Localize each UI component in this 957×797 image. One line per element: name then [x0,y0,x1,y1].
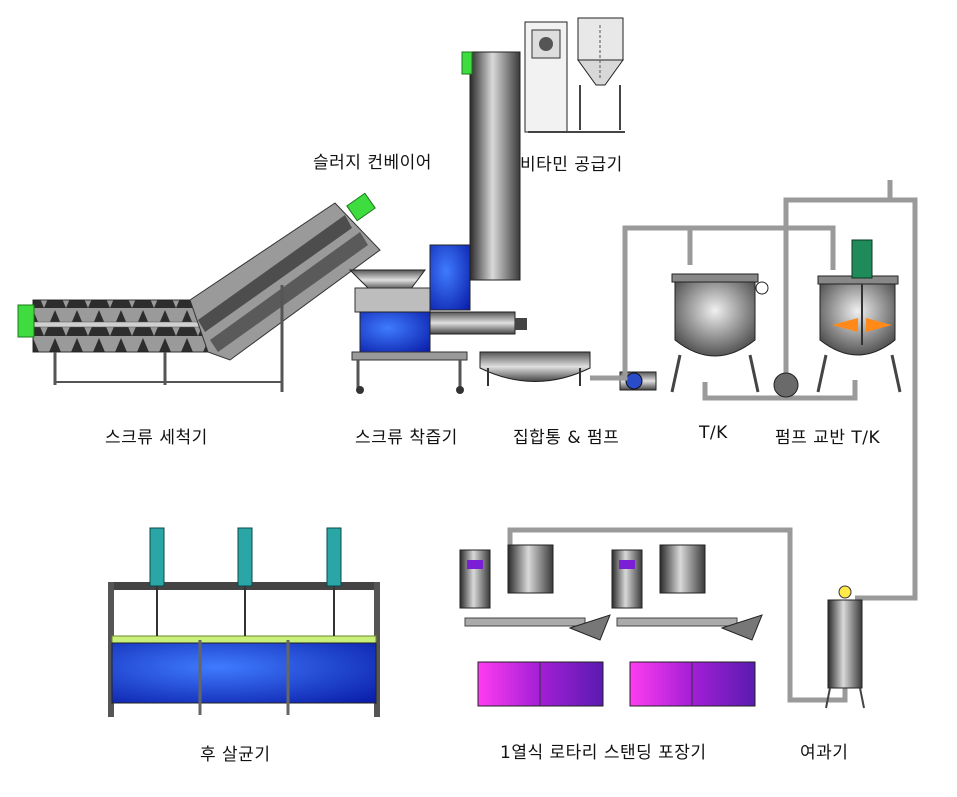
collection-tank-pump [479,351,657,391]
label-rotary-packer: 1열식 로타리 스탠딩 포장기 [500,743,707,763]
rotary-packer-unit-2 [611,544,763,707]
label-storage-tank: T/K [699,423,728,443]
rotary-packer-unit-1 [459,544,611,707]
piping [507,180,918,703]
label-vitamin-feeder: 비타민 공급기 [520,155,623,175]
label-sludge-conveyor: 슬러지 컨베이어 [313,153,432,173]
mixing-tank [773,239,902,398]
label-filter: 여과기 [800,743,849,763]
vitamin-feeder [524,17,625,133]
label-screw-washer: 스크류 세척기 [105,428,208,448]
screw-washer [17,192,381,392]
storage-tank [670,273,769,393]
screw-juicer [348,244,516,394]
filter-housing [825,585,865,709]
label-mixing-tank: 펌프 교반 T/K [775,428,881,448]
label-screw-juicer: 스크류 착즙기 [355,428,458,448]
post-sterilizer [108,527,380,717]
label-collection-tank-pump: 집합통 & 펌프 [513,428,620,448]
sludge-conveyor [461,51,527,330]
label-post-sterilizer: 후 살균기 [200,745,271,765]
